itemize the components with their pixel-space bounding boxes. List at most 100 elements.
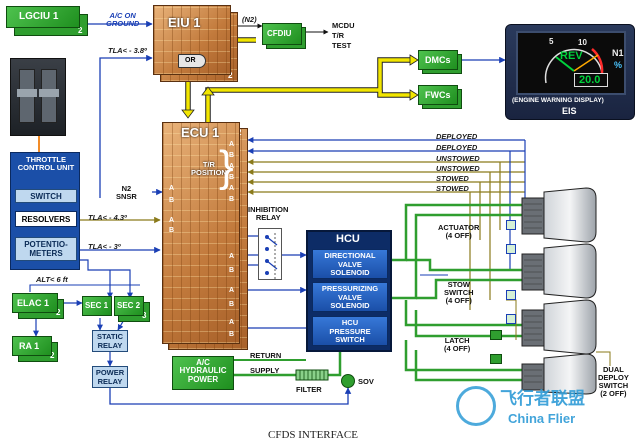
stow-switch-label: STOW SWITCH (4 OFF) [444,280,474,305]
sov-valve-icon [341,374,355,388]
sec2-back-num: 3 [142,311,147,320]
cfdiu-box: CFDIU [262,23,302,45]
ecu-left-b1: B [169,197,175,204]
hcu-pressure-switch: HCU PRESSURE SWITCH [312,316,388,346]
hcu-row-1-label: DIRECTIONAL VALVE SOLENOID [324,251,376,278]
throttle-switch-label: SWITCH [30,192,62,201]
fwcs-label: FWCs [425,90,451,100]
lgciu-title: LGCIU 1 [19,11,59,22]
eiu-box: EIU 1 OR [153,5,231,75]
ecu-box: ECU 1 T/R POSITION A B A B A B A B A B A… [162,122,240,344]
ecu-right-a6: A [229,319,235,326]
hcu-title: HCU [336,233,360,245]
eis-scale-5: 5 [549,37,554,46]
latch-box-1 [490,330,502,340]
ecu-right-b6: B [229,331,235,338]
filter-label: FILTER [296,385,322,394]
eiu-back-num: 2 [228,71,233,80]
hcu-directional-valve: DIRECTIONAL VALVE SOLENOID [312,249,388,279]
stow-switch-box-2 [506,244,516,254]
or-gate-label: OR [185,57,196,64]
sov-label: SOV [358,377,374,386]
state-deployed-2: DEPLOYED [436,143,478,152]
sec2-box: SEC 2 [114,296,144,316]
mcdu-list: MCDU [332,21,355,30]
latch-label: LATCH (4 OFF) [444,336,471,353]
n2-sensor-label: N2 SNSR [116,184,137,201]
tr-label: T/R [332,31,345,40]
watermark-en: China Flier [508,411,576,426]
throttle-title: THROTTLE CONTROL UNIT [17,155,75,172]
throttle-switch: SWITCH [15,189,77,203]
reverser-cowls [521,187,597,395]
state-unstowed-1: UNSTOWED [436,154,480,163]
eis-screen: 5 10 REV 20.0 N1 % [516,31,626,95]
eis-caption: (ENGINE WARNING DISPLAY) [512,97,604,104]
actuator-label: ACTUATOR (4 OFF) [438,223,480,240]
static-relay-label: STATIC RELAY [97,332,123,350]
watermark-cn: 飞行者联盟 [500,389,585,408]
ecu-tr-position: T/R POSITION [191,160,227,177]
alt-6ft-label: ALT< 6 ft [36,275,68,284]
elac-box: ELAC 1 [12,293,58,313]
throttle-quadrant-image [10,58,66,136]
n2-link-label: (N2) [242,15,257,24]
hcu-pressurizing-valve: PRESSURIZING VALVE SOLENOID [312,282,388,312]
inhibition-relay [258,228,282,280]
wire-alt [29,284,140,292]
static-relay: STATIC RELAY [92,330,128,352]
tla-43-label: TLA< - 4.3º [88,213,127,222]
ecu-channel-a2: A [229,163,235,170]
n1-gauge [544,48,604,84]
return-label: RETURN [250,351,282,360]
hydraulic-power-box: A/C HYDRAULIC POWER [172,356,234,390]
inhibition-relay-label: INHIBITION RELAY [248,205,289,222]
eis-value: 20.0 [579,74,601,86]
ecu-channel-b1: B [229,152,235,159]
sec1-box: SEC 1 [82,296,112,316]
elac-back-num: 2 [56,308,61,317]
tla-38-label: TLA< - 3.8º [108,46,147,55]
ecu-left-b2: B [169,227,175,234]
or-gate: OR [178,54,206,68]
throttle-resolvers-label: RESOLVERS [21,215,71,224]
state-deployed-1: DEPLOYED [436,132,478,141]
ecu-right-b4: B [229,267,235,274]
ecu-left-a2: A [169,217,175,224]
watermark-logo-icon [456,386,496,426]
eis-name: EIS [562,106,577,116]
wire-tla38 [99,54,153,198]
throttle-control-unit: THROTTLE CONTROL UNIT SWITCH RESOLVERS P… [10,152,80,270]
ac-on-ground-label: A/C ON GROUND [106,11,140,28]
hydraulic-lines [392,203,540,382]
eis-rev-label: REV [560,50,583,62]
wire-tla3 [80,259,133,299]
test-label: TEST [332,41,352,50]
state-stowed-1: STOWED [436,174,469,183]
supply-label: SUPPLY [250,366,280,375]
latch-box-2 [490,354,502,364]
sec1-title: SEC 1 [85,301,109,310]
ecu-channel-a3: A [229,185,235,192]
lgciu-back-num: 2 [78,26,83,35]
stow-switch-box-4 [506,314,516,324]
lgciu-box: LGCIU 1 [6,6,80,28]
ecu-brace: } [219,142,234,191]
eiu-title: EIU 1 [168,15,201,30]
wire-power-sov [109,387,352,405]
ecu-right-a4: A [229,253,235,260]
sec2-title: SEC 2 [117,301,141,310]
hydraulic-power-label: A/C HYDRAULIC POWER [179,358,227,384]
ecu-title: ECU 1 [181,125,220,140]
eis-frame: 5 10 REV 20.0 N1 % (ENGINE WARNING DISPL… [505,24,635,120]
dual-deploy-label: DUAL DEPLOY SWITCH (2 OFF) [598,365,629,398]
eis-value-box: 20.0 [574,73,608,87]
ecu-left-a1: A [169,185,175,192]
power-relay: POWER RELAY [92,366,128,388]
diagram-caption: CFDS INTERFACE [268,429,358,441]
ra-back-num: 2 [50,351,55,360]
elac-title: ELAC 1 [17,298,50,308]
stow-switch-box-3 [506,290,516,300]
power-relay-label: POWER RELAY [95,368,125,386]
state-unstowed-2: UNSTOWED [436,164,480,173]
